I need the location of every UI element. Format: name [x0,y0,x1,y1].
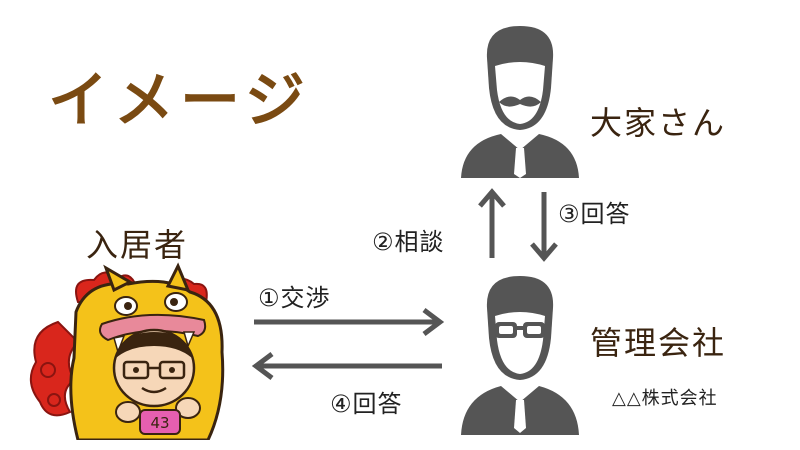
flow-step2-label: ②相談 [372,228,445,256]
resident-badge-number: 43 [150,414,169,432]
horizontal-arrows [251,308,445,380]
manager-person-icon [461,276,579,435]
vertical-arrows [478,188,558,262]
flow-step1-label: ①交渉 [258,284,331,312]
resident-glasses-icon [122,360,186,380]
resident-character-illustration: 43 [29,262,225,440]
manager-label: 管理会社 [590,324,727,362]
resident-number-badge [139,409,181,435]
landlord-label: 大家さん [590,104,727,142]
flow-step4-label: ④回答 [330,390,403,418]
flow-step3-label: ③回答 [558,200,631,228]
arrow-down-icon [530,192,558,262]
arrow-up-icon [478,188,506,258]
arrow-right-icon [254,308,445,336]
glasses-icon [495,322,545,338]
landlord-person-icon [461,26,579,178]
arrow-left-icon [251,352,442,380]
resident-label: 入居者 [86,226,189,264]
page-title: イメージ [48,66,311,136]
manager-company-label: △△株式会社 [612,388,718,409]
